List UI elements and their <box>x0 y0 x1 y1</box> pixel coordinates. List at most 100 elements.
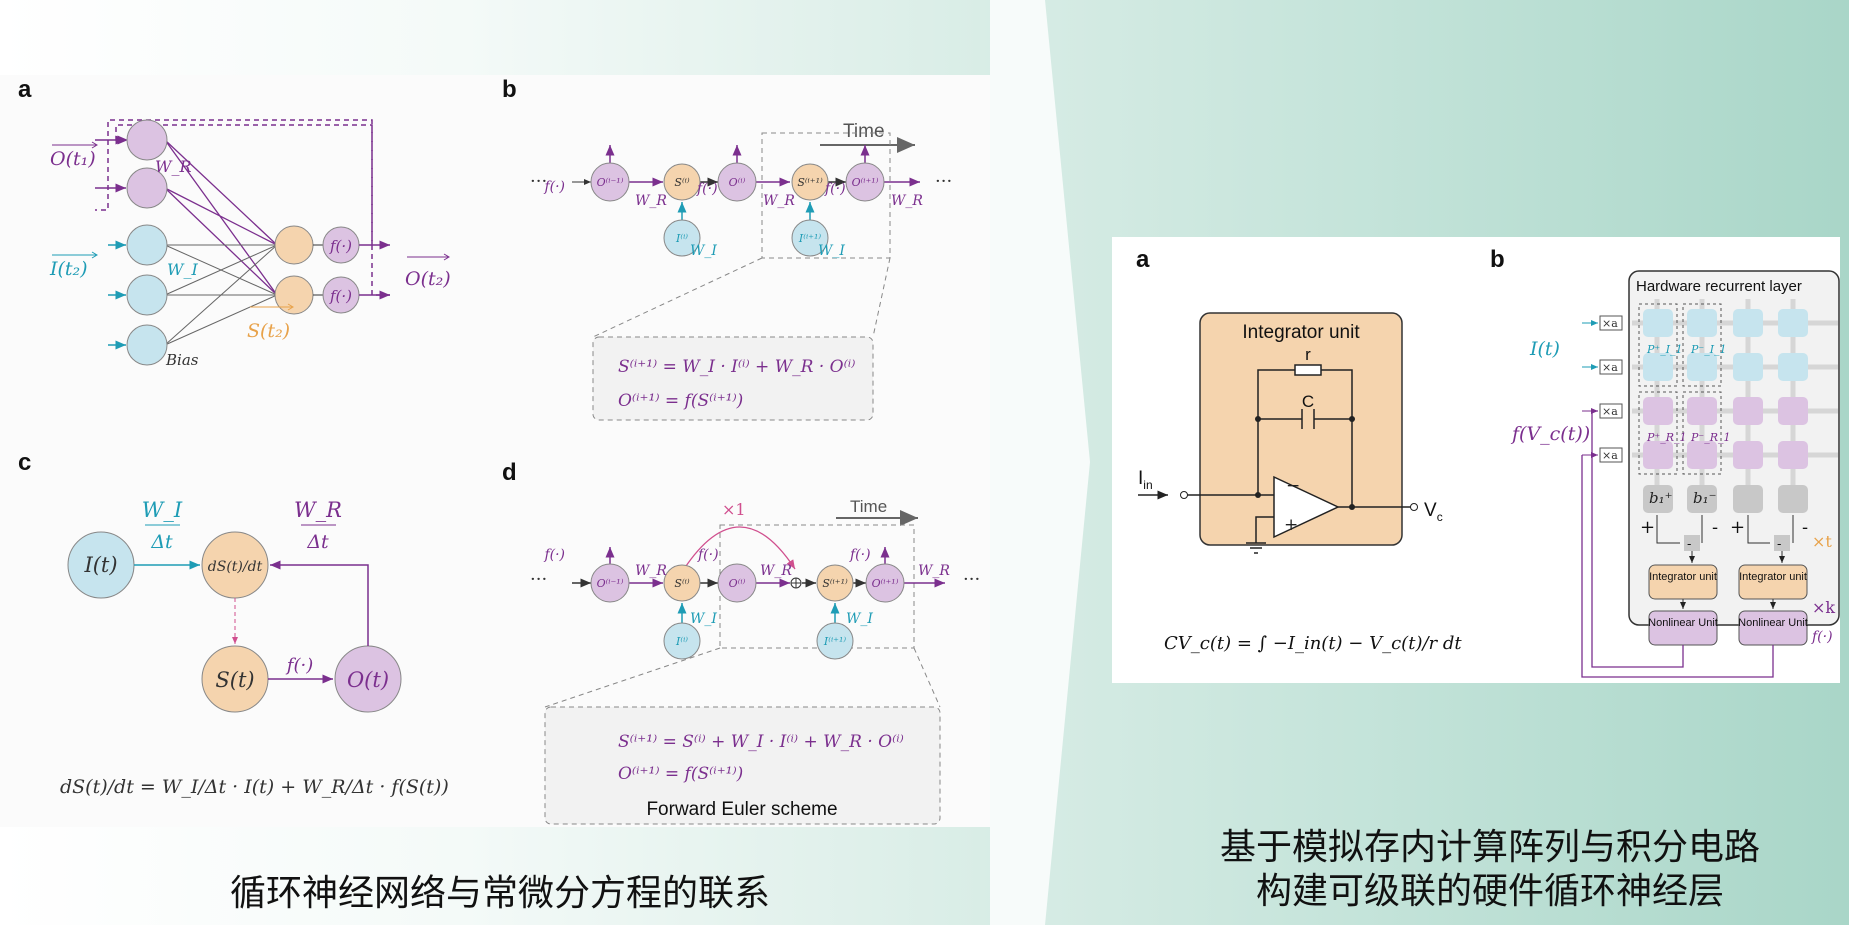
svg-text:-: - <box>1712 517 1718 538</box>
feedback-fvc-label: f(V_c(t)) <box>1510 423 1590 445</box>
panel-c-label: c <box>18 449 31 476</box>
svg-text:-: - <box>1687 537 1691 552</box>
f-label: f(·) <box>1811 629 1833 645</box>
node-ds-label: dS(t)/dt <box>208 559 263 575</box>
nonlinear-unit-label: Nonlinear Unit <box>1738 617 1808 629</box>
svg-text:O⁽ⁱ⁺¹⁾: O⁽ⁱ⁺¹⁾ <box>872 577 899 590</box>
equation-box-d <box>544 706 941 825</box>
xk-label: ×k <box>1812 598 1835 617</box>
svg-text:W_R: W_R <box>635 193 667 209</box>
equation-d1: S⁽ⁱ⁺¹⁾ = S⁽ⁱ⁾ + W_I · I⁽ⁱ⁾ + W_R · O⁽ⁱ⁾ <box>618 732 904 752</box>
left-figure-panel: a f(·) f(·) <box>0 75 990 827</box>
panel-rb-label: b <box>1490 246 1505 273</box>
bias-label: Bias <box>165 351 199 369</box>
p-i-plus: P⁺_I_1 <box>1646 343 1683 356</box>
p-r-plus: P⁺_R_1 <box>1646 431 1687 444</box>
time-label: Time <box>843 121 885 142</box>
scheme-label: Forward Euler scheme <box>646 799 837 820</box>
panel-a-label: a <box>18 76 32 103</box>
panel-b-label: b <box>502 76 517 103</box>
output-label: O(t₂) <box>405 268 451 290</box>
integrator-equation: CV_c(t) = ∫ −I_in(t) − V_c(t)/r dt <box>1164 633 1462 654</box>
panel-d-label: d <box>502 459 517 486</box>
state-node <box>274 225 314 265</box>
input-it-label: I(t) <box>1529 338 1560 360</box>
hardware-layer-title: Hardware recurrent layer <box>1636 278 1802 295</box>
opamp-plus: + <box>1284 515 1298 535</box>
svg-text:W_I: W_I <box>690 243 717 259</box>
bias-node <box>126 324 168 366</box>
node-s-label: S(t) <box>215 668 254 692</box>
dt-label: Δt <box>150 531 173 553</box>
integrator-title: Integrator unit <box>1242 322 1360 343</box>
svg-text:O⁽ⁱ⁻¹⁾: O⁽ⁱ⁻¹⁾ <box>597 176 624 189</box>
panel-d: d Time ×1 ··· ··· O⁽ⁱ⁻¹⁾ <box>502 459 980 825</box>
panel-a: a f(·) f(·) <box>18 76 451 369</box>
f-label: f(·) <box>285 655 313 676</box>
node-o-label: O(t) <box>347 668 389 692</box>
svg-text:S⁽ⁱ⁺¹⁾: S⁽ⁱ⁺¹⁾ <box>822 577 848 590</box>
feedback-loop-outer <box>95 119 390 296</box>
input-node <box>126 274 168 316</box>
svg-text:W_R: W_R <box>891 193 923 209</box>
wr-label: W_R <box>294 498 342 522</box>
p-r-minus: P⁻_R_1 <box>1690 431 1731 444</box>
nonlinear-unit-label: Nonlinear Unit <box>1648 617 1718 629</box>
svg-text:W_R: W_R <box>760 563 792 579</box>
svg-text:W_I: W_I <box>690 611 717 627</box>
equation-b1: S⁽ⁱ⁺¹⁾ = W_I · I⁽ⁱ⁾ + W_R · O⁽ⁱ⁾ <box>618 357 855 377</box>
svg-text:+: + <box>1640 517 1655 538</box>
p-i-minus: P⁻_I_1 <box>1690 343 1727 356</box>
svg-text:f(·): f(·) <box>849 547 871 563</box>
equation-box-b <box>592 336 874 421</box>
chevron-separator <box>990 0 1090 925</box>
ellipsis: ··· <box>530 171 547 192</box>
input-o-label: O(t₁) <box>50 148 96 170</box>
svg-text:×a: ×a <box>1602 405 1618 418</box>
resistor-label: r <box>1305 345 1311 364</box>
state-label: S(t₂) <box>247 320 290 342</box>
svg-text:O⁽ⁱ⁺¹⁾: O⁽ⁱ⁺¹⁾ <box>852 176 879 189</box>
panel-c: c I(t) dS(t)/dt S(t) O(t) W_I Δt W_R Δt … <box>18 449 449 798</box>
svg-text:···: ··· <box>963 569 980 590</box>
right-figure: a Integrator unit − + r C Iin Vc CV_c(t)… <box>1136 246 1840 678</box>
svg-text:S⁽ⁱ⁾: S⁽ⁱ⁾ <box>674 176 689 189</box>
svg-text:I⁽ⁱ⁾: I⁽ⁱ⁾ <box>675 635 688 648</box>
b1-plus: b₁⁺ <box>1649 489 1673 507</box>
equation-c: dS(t)/dt = W_I/Δt · I(t) + W_R/Δt · f(S(… <box>60 776 449 798</box>
weight-wi-label: W_I <box>167 260 198 279</box>
panel-ra-label: a <box>1136 246 1150 273</box>
svg-text:f(·): f(·) <box>543 179 565 195</box>
svg-text:f(·): f(·) <box>697 547 719 563</box>
svg-text:+: + <box>1730 517 1745 538</box>
svg-text:O⁽ⁱ⁻¹⁾: O⁽ⁱ⁻¹⁾ <box>597 577 624 590</box>
iin-label: I <box>1138 468 1143 489</box>
svg-text:Iin: Iin <box>1138 468 1153 492</box>
svg-text:W_I: W_I <box>818 243 845 259</box>
integrator-unit-label: Integrator unit <box>1739 571 1807 583</box>
svg-text:O⁽ⁱ⁾: O⁽ⁱ⁾ <box>729 577 746 590</box>
svg-text:O⁽ⁱ⁾: O⁽ⁱ⁾ <box>729 176 746 189</box>
wi-label: W_I <box>142 498 183 522</box>
time-label: Time <box>850 497 887 516</box>
b1-minus: b₁⁻ <box>1693 489 1717 507</box>
svg-text:×a: ×a <box>1602 449 1618 462</box>
input-i-label: I(t₂) <box>49 258 88 280</box>
svg-text:W_R: W_R <box>763 193 795 209</box>
svg-text:f(·): f(·) <box>696 181 718 197</box>
svg-text:···: ··· <box>530 569 547 590</box>
right-figure-panel: a Integrator unit − + r C Iin Vc CV_c(t)… <box>1112 237 1840 683</box>
dt-label: Δt <box>306 531 329 553</box>
svg-text:S⁽ⁱ⁾: S⁽ⁱ⁾ <box>674 577 689 590</box>
svg-text:Vc: Vc <box>1424 500 1443 524</box>
svg-text:f(·): f(·) <box>824 181 846 197</box>
svg-text:W_R: W_R <box>918 563 950 579</box>
caption-left: 循环神经网络与常微分方程的联系 <box>229 873 770 914</box>
panel-right-b: b Hardware recurrent layer P⁺_I_1 <box>1490 246 1840 678</box>
state-node <box>274 275 314 315</box>
input-node <box>126 224 168 266</box>
svg-text:I⁽ⁱ⁺¹⁾: I⁽ⁱ⁺¹⁾ <box>798 232 821 245</box>
activation-label: f(·) <box>329 287 352 305</box>
caption-right-line1: 基于模拟存内计算阵列与积分电路 <box>1219 827 1760 868</box>
equation-d2: O⁽ⁱ⁺¹⁾ = f(S⁽ⁱ⁺¹⁾) <box>618 764 743 784</box>
